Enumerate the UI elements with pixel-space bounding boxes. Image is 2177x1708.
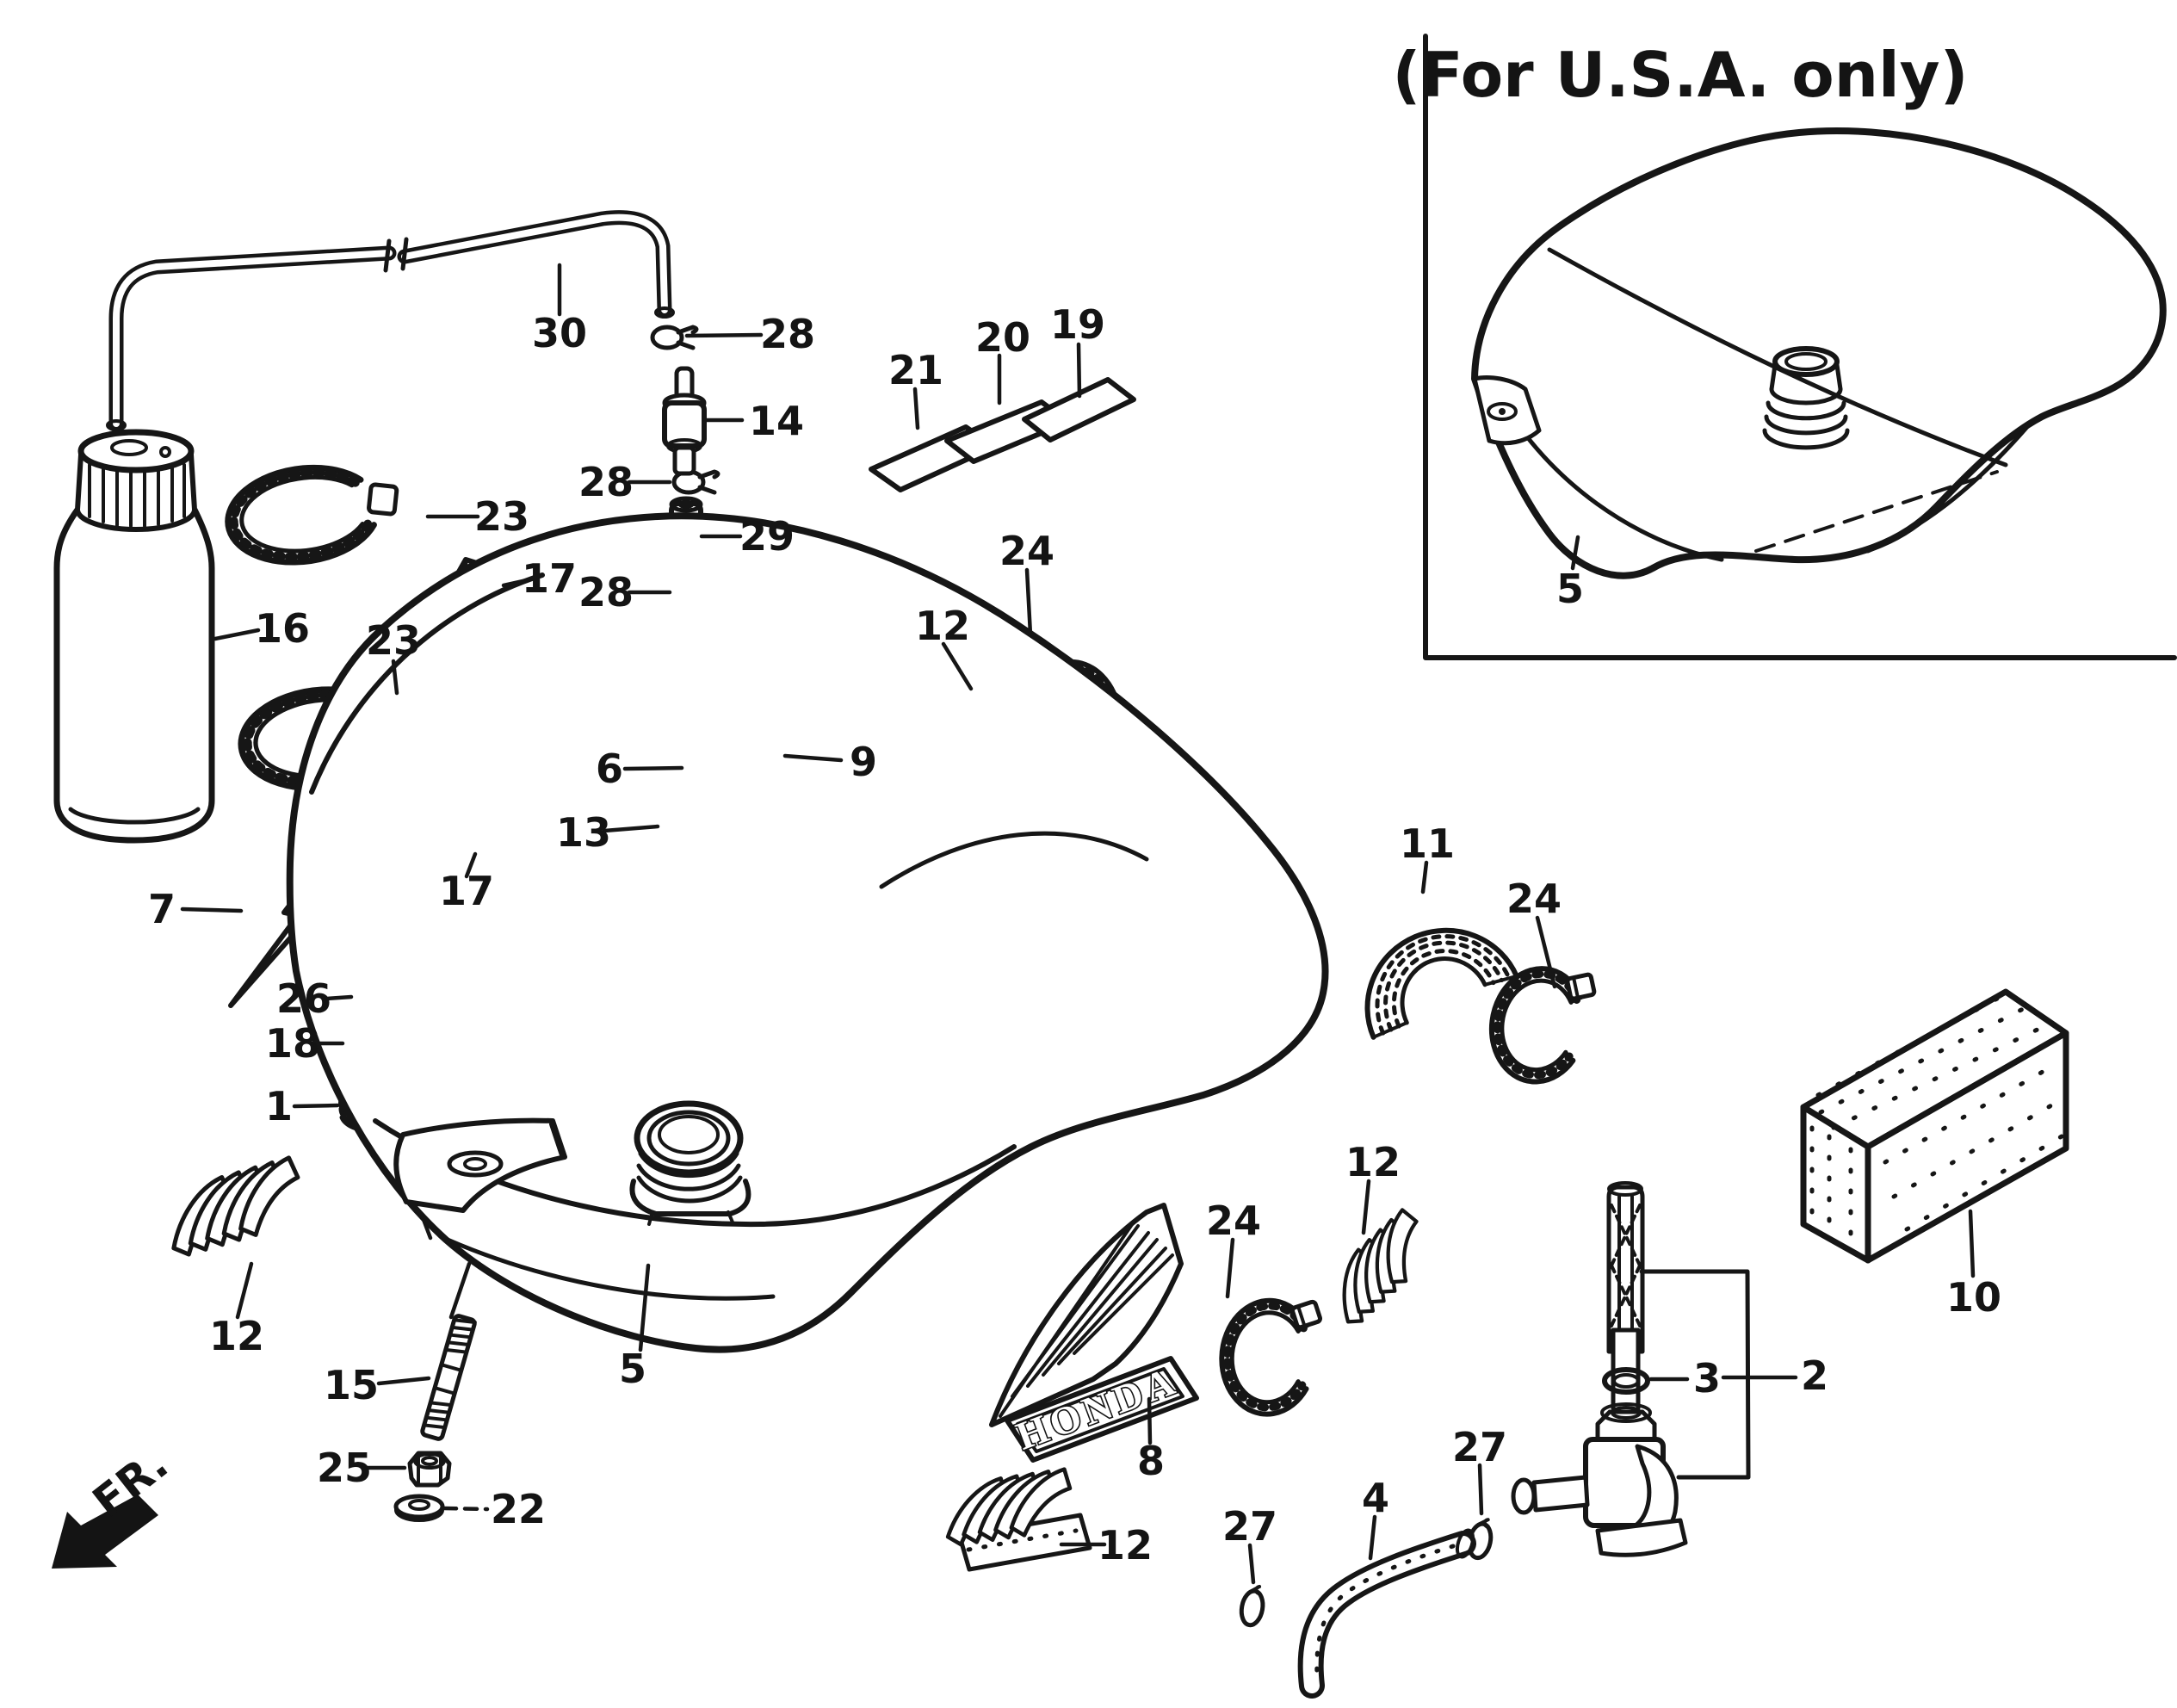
tool-bottle-16: [53, 429, 215, 844]
fuel-petcock: [1511, 1402, 1688, 1557]
honda-wing-emblem-8: HONDA: [989, 1203, 1199, 1463]
part-label-17-18: 17: [439, 868, 494, 914]
mount-stud-15: [420, 1314, 477, 1441]
sponge-block-10: [1800, 988, 2069, 1264]
part-label-24-17: 24: [999, 528, 1054, 574]
part-label-12-26: 12: [1345, 1139, 1401, 1185]
o-ring-3: [1602, 1367, 1650, 1395]
part-label-14-2: 14: [749, 398, 804, 444]
large-cushion-11: [1364, 927, 1519, 1040]
part-label-5-40: 5: [1556, 566, 1584, 612]
petcock-bracket-2: [1639, 1269, 1751, 1480]
c-band-24-b: [1483, 959, 1599, 1090]
part-label-30-0: 30: [532, 310, 587, 356]
part-label-24-28: 24: [1206, 1197, 1261, 1244]
washer-22: [393, 1494, 445, 1522]
part-label-2-33: 2: [1801, 1352, 1828, 1399]
part-label-4-39: 4: [1362, 1475, 1389, 1521]
part-label-18-23: 18: [265, 1020, 320, 1067]
part-label-12-25: 12: [209, 1313, 264, 1359]
usa-tank-drawing: [1471, 127, 2167, 579]
drain-hose-30: [106, 210, 675, 431]
ribbed-cushion-12-b: [173, 1150, 299, 1261]
part-label-8-30: 8: [1137, 1438, 1165, 1484]
part-label-27-38: 27: [1452, 1424, 1507, 1470]
part-label-12-16: 12: [915, 603, 970, 649]
part-label-28-1: 28: [760, 311, 815, 357]
part-label-26-22: 26: [276, 975, 331, 1022]
filler-neck: [629, 1100, 751, 1226]
leader-lines: [180, 263, 1976, 1585]
nut-25: [407, 1451, 452, 1488]
fuel-tank-5: [286, 512, 1329, 1353]
part-label-10-27: 10: [1946, 1274, 2001, 1321]
part-label-28-12: 28: [578, 569, 634, 616]
part-label-7-19: 7: [148, 886, 176, 932]
c-band-24-c: [1218, 1295, 1322, 1417]
usa-inset-border: [1423, 34, 2177, 660]
part-label-6-13: 6: [596, 746, 623, 792]
part-label-21-3: 21: [888, 347, 943, 393]
part-label-13-15: 13: [556, 809, 611, 856]
part-label-22-35: 22: [491, 1486, 546, 1532]
part-label-27-37: 27: [1222, 1503, 1277, 1550]
part-label-1-24: 1: [265, 1083, 293, 1129]
part-label-29-7: 29: [739, 513, 795, 560]
part-label-28-6: 28: [578, 459, 634, 505]
fr-label: FR.: [83, 1439, 177, 1527]
fr-direction-arrow: FR.: [52, 1439, 177, 1569]
part-label-12-29: 12: [1098, 1522, 1153, 1569]
part-label-16-9: 16: [255, 605, 310, 652]
part-label-20-4: 20: [975, 314, 1030, 361]
part-label-23-10: 23: [366, 617, 421, 664]
part-label-15-31: 15: [324, 1362, 379, 1408]
part-label-24-21: 24: [1506, 876, 1562, 922]
fuel-hose-4: [1297, 1528, 1476, 1699]
usa-tank-filler-cap: [1762, 346, 1850, 450]
front-bracket: [393, 1117, 567, 1213]
usa-inset-title: (For U.S.A. only): [1393, 39, 1969, 111]
part-label-17-11: 17: [522, 555, 577, 602]
ribbed-cushion-12-c: [1317, 1207, 1444, 1327]
part-label-5-36: 5: [619, 1346, 646, 1392]
part-label-3-32: 3: [1693, 1355, 1721, 1402]
decal-stripes-19-20-21: [869, 377, 1136, 492]
check-valve-14: [662, 366, 707, 476]
wire-clip-27-a: [1239, 1584, 1266, 1626]
part-label-23-8: 23: [474, 493, 529, 540]
ribbed-cushion-12-d: [947, 1449, 1092, 1572]
part-label-19-5: 19: [1050, 301, 1105, 348]
part-label-11-20: 11: [1400, 820, 1455, 867]
part-label-25-34: 25: [317, 1445, 372, 1491]
part-label-9-14: 9: [850, 739, 877, 785]
setting-band-23-a: [225, 464, 399, 566]
